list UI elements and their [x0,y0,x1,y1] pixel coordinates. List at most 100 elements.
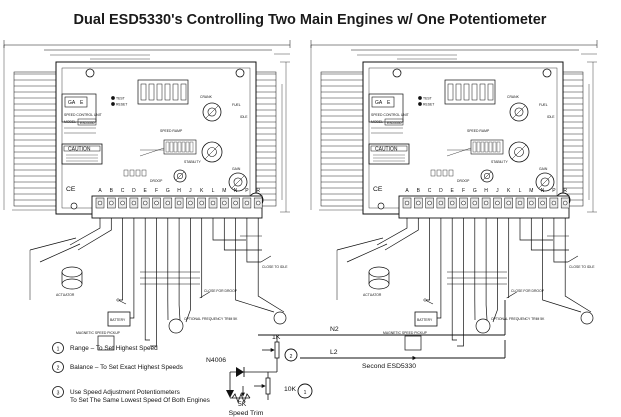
test-label: TEST [116,97,125,101]
fuse-terminal [423,298,427,302]
legend-number: 1 [57,347,60,353]
connector-pin [185,141,190,153]
terminal-letter-G: G [166,188,170,194]
terminal-screw [438,200,444,206]
battery-wire [430,218,442,319]
terminal-letter-D: D [132,188,136,194]
dip-switch [436,169,442,177]
optional-trim-label: OPTIONAL FREQUENCY TRIM 5K [491,317,545,321]
terminal-screw [461,200,466,206]
terminal-letter-L: L [519,188,522,194]
idle-switch [260,255,272,263]
droop-switch-label: CLOSE FOR DROOP [204,289,238,293]
terminal-letter-J: J [496,188,499,194]
connector-pin [480,141,485,153]
terminal-letter-P: P [245,188,249,194]
terminal-screw [176,200,182,206]
actuator-wire [336,237,384,251]
crank-label: CRANK [200,95,213,99]
trim-wire [492,218,498,323]
terminal-letter-D: D [439,188,443,194]
legend-number-circle [52,361,64,373]
connector-pin [177,141,182,153]
terminal-letter-H: H [484,188,488,194]
droop-switch [199,291,210,299]
speed-pot-wire [564,218,592,313]
terminal-screw [483,200,489,206]
legend-number-circle [52,386,64,398]
top-connector [444,79,496,105]
legend-number: 3 [57,391,60,397]
terminal-letter-K: K [200,188,204,194]
caution-header [370,145,408,152]
connector-pin [189,141,194,153]
pickup-wire [150,218,157,347]
speed-pot [273,311,287,325]
gain-label: GAIN [232,167,241,171]
actuator-label: ACTUATOR [56,293,75,297]
gain-wire [530,218,569,251]
terminal-screw [416,200,421,206]
stability-label: STABILITY [491,160,508,164]
speed-trim-label: Speed Trim [229,410,264,417]
terminal-screw [540,200,545,206]
connector-pin [173,141,178,153]
gain-wire [212,218,246,241]
terminal-screw [562,200,568,206]
connector-pin [463,83,470,101]
battery-wire [116,218,123,301]
terminal-letter-F: F [462,188,465,194]
model-label: MODEL [64,120,76,124]
pickup-label: MAGNETIC SPEED PICKUP [383,331,428,335]
gain-pot-slot [538,175,552,189]
callout-1-text: 1 [304,390,307,396]
terminal-screw [551,200,557,206]
connector-pin [487,83,494,101]
dip-switch [135,169,141,177]
crank-label: CRANK [507,95,520,99]
connector-pin [165,141,170,153]
terminal-letter-B: B [417,188,421,194]
fuse [424,299,434,305]
mounting-hole [70,202,78,210]
ce-small: E [80,100,84,106]
gain-wire [223,218,262,251]
dip-switch [442,169,448,177]
mounting-hole [542,68,552,78]
terminal-letter-R: R [256,188,260,194]
terminal-letter-J: J [189,188,192,194]
reset-label: RESET [116,103,127,107]
actuator-body [61,266,83,278]
droop-switch [506,291,517,299]
terminal-screw [529,200,534,206]
actuator-base [368,278,390,290]
battery-label: BATTERY [417,318,433,322]
terminal-letter-P: P [552,188,556,194]
terminal-letter-H: H [177,188,181,194]
droop-pot-slot [175,171,185,181]
speed-pot-wire [542,218,582,313]
terminal-screw [495,200,500,206]
idle-switch-label: CLOSE TO IDLE [569,265,595,269]
ul-mark-text: GA [68,100,76,106]
label-plate [368,93,404,123]
fuel-label: FUEL [539,103,548,107]
idle-wire [553,218,568,263]
speed-pot-wire [235,218,275,313]
legend-number: 2 [57,366,60,372]
idle-switch [567,255,579,263]
terminal-screw [449,200,455,206]
ul-mark [64,96,88,108]
connector-pin [148,83,155,101]
top-connector [137,79,189,105]
trim-wire [485,218,488,321]
terminal-letter-C: C [428,188,432,194]
caution-box [61,143,103,165]
ce-mark: CE [373,186,383,193]
terminal-screw [210,200,216,206]
terminal-letter-N: N [234,188,238,194]
terminal-letter-N: N [541,188,545,194]
connector-pin [172,83,179,101]
